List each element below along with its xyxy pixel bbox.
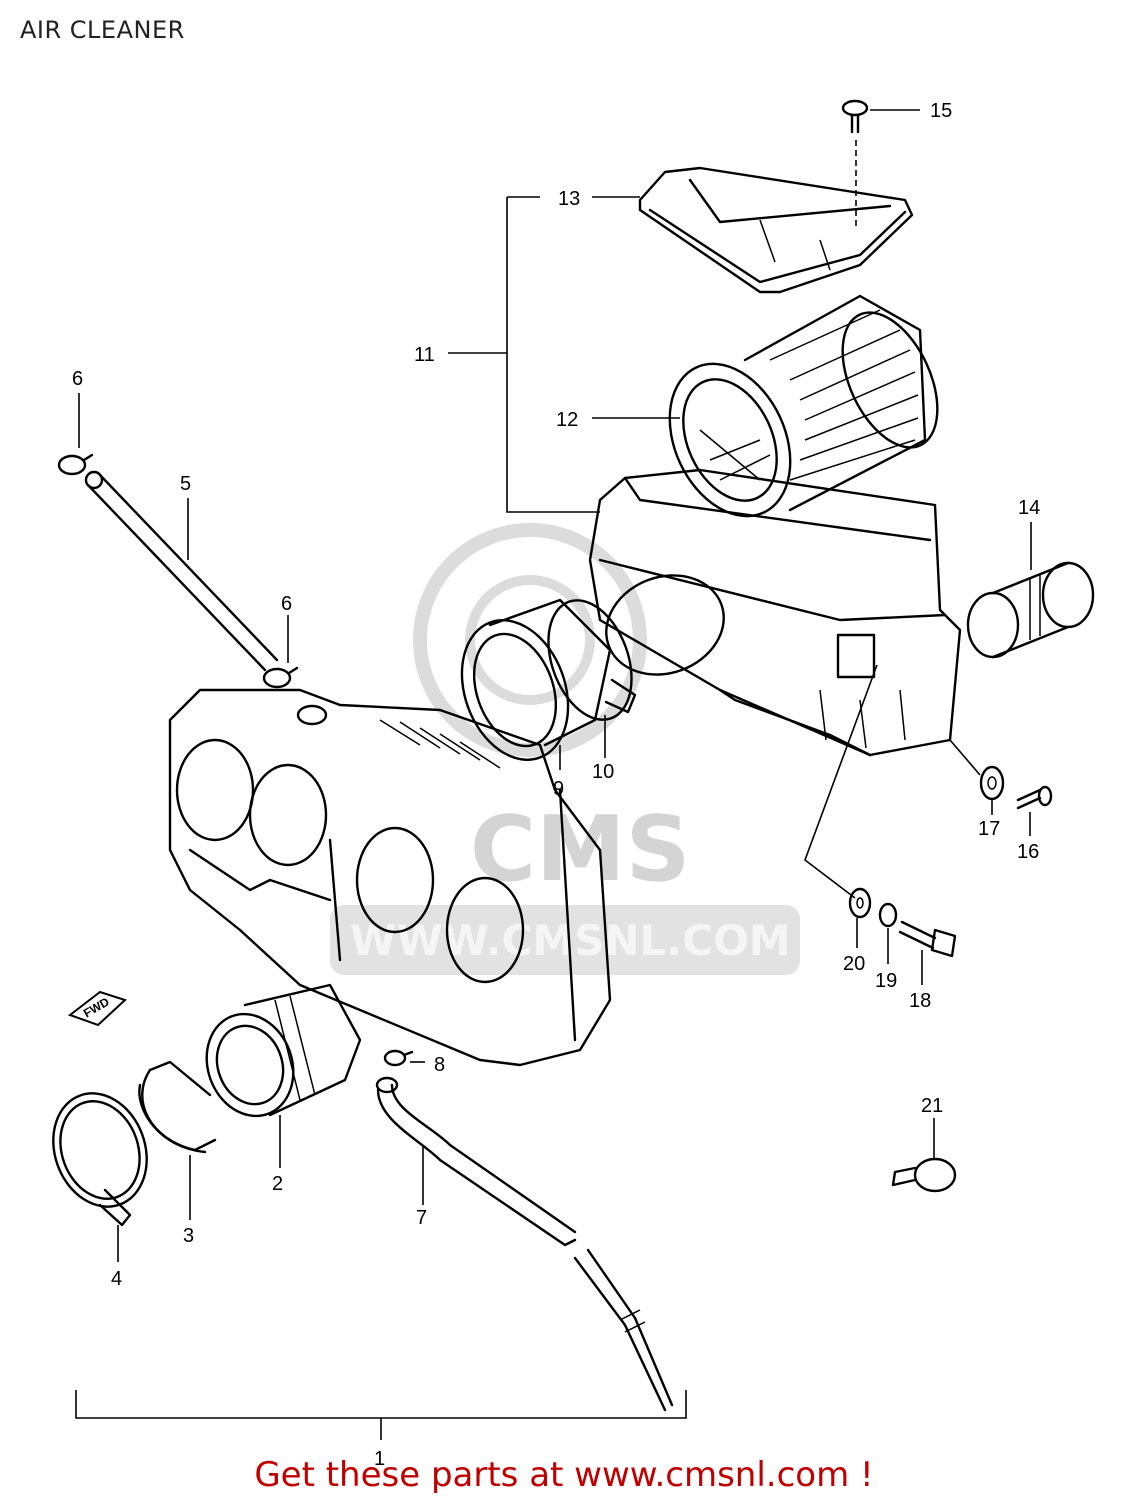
page-title: AIR CLEANER bbox=[20, 16, 185, 44]
callout-17: 17 bbox=[978, 818, 1000, 840]
part-21-clamp bbox=[891, 1157, 957, 1193]
callout-18: 18 bbox=[909, 990, 931, 1012]
callout-16: 16 bbox=[1017, 841, 1039, 863]
part-2-joint bbox=[205, 983, 362, 1118]
callout-21: 21 bbox=[921, 1095, 943, 1117]
cmsnl-watermark: CMS WWW.CMSNL.COM bbox=[330, 523, 800, 975]
callout-12: 12 bbox=[556, 409, 578, 431]
callout-19: 19 bbox=[875, 970, 897, 992]
part-6-clamp-bottom bbox=[262, 666, 299, 689]
callout-2: 2 bbox=[272, 1173, 283, 1195]
callout-5: 5 bbox=[180, 473, 191, 495]
part-7-drain-hose bbox=[375, 1076, 674, 1412]
callout-11: 11 bbox=[414, 344, 435, 366]
part-4-clamp bbox=[52, 1092, 148, 1227]
part-6-clamp-top bbox=[57, 453, 94, 476]
callout-7: 7 bbox=[416, 1207, 427, 1229]
callout-6-bottom: 6 bbox=[281, 593, 292, 615]
part-12-filter-element bbox=[668, 294, 939, 518]
watermark-logo: CMS bbox=[470, 797, 690, 902]
part-1-air-box bbox=[168, 688, 612, 1067]
part-14-intake-duct bbox=[966, 561, 1095, 659]
callout-15: 15 bbox=[930, 100, 952, 122]
callout-20: 20 bbox=[843, 953, 865, 975]
callout-10: 10 bbox=[592, 761, 614, 783]
part-20-washer bbox=[848, 887, 872, 919]
leader-lines bbox=[75, 109, 1032, 1440]
fwd-arrow-icon: FWD bbox=[67, 990, 127, 1027]
callout-14: 14 bbox=[1018, 497, 1040, 519]
part-8-clamp bbox=[383, 1049, 414, 1067]
callout-1: 1 bbox=[374, 1448, 385, 1470]
callout-6-top: 6 bbox=[72, 368, 83, 390]
callout-13: 13 bbox=[558, 188, 580, 210]
callout-8: 8 bbox=[434, 1054, 445, 1076]
part-3-band bbox=[138, 1060, 217, 1154]
part-5-breather-hose bbox=[84, 470, 279, 672]
part-19-washer bbox=[878, 902, 898, 928]
part-10-clamp bbox=[547, 599, 637, 721]
part-16-bolt bbox=[1016, 785, 1053, 810]
callout-3: 3 bbox=[183, 1225, 194, 1247]
callout-labels: 1 2 3 4 5 6 6 7 8 9 10 11 12 13 14 15 16… bbox=[72, 100, 1040, 1470]
callout-4: 4 bbox=[111, 1268, 122, 1290]
part-15-screw bbox=[841, 99, 869, 134]
part-9-joint bbox=[460, 598, 612, 761]
part-11-air-cleaner-case bbox=[588, 468, 962, 757]
footer-link-text[interactable]: Get these parts at www.cmsnl.com ! bbox=[254, 1455, 874, 1495]
part-17-washer bbox=[979, 765, 1005, 801]
part-13-cover bbox=[638, 166, 914, 294]
callout-9: 9 bbox=[553, 778, 564, 800]
part-18-bolt bbox=[898, 920, 957, 958]
